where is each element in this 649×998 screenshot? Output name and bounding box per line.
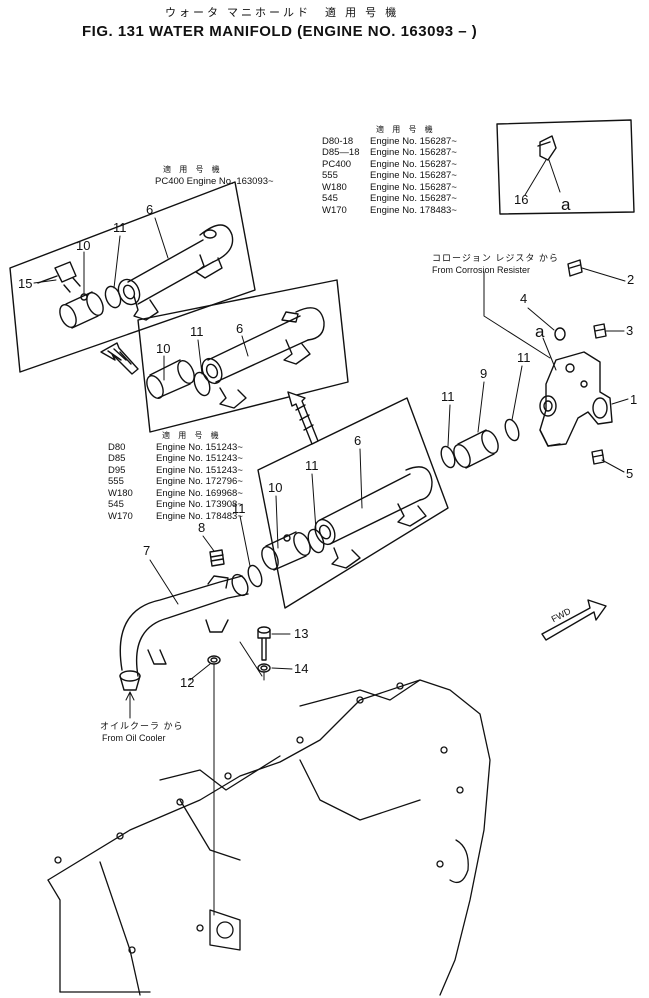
table-header: 適 用 号 機 (376, 125, 436, 134)
water-manifold (539, 351, 613, 447)
group-box-middle (137, 279, 349, 433)
callout-13: 13 (294, 626, 309, 641)
ring-upper-a (104, 285, 122, 309)
callout-10-lower: 10 (268, 480, 283, 495)
gasket-12 (207, 655, 221, 665)
ring-elbow (247, 564, 263, 588)
cock-15 (37, 261, 81, 293)
title-japanese: ウォータ マニホールド 適 用 号 機 (165, 7, 400, 19)
elbow-pipe-7 (119, 573, 249, 691)
inset-box (496, 119, 635, 215)
hatched-arrow-upper (100, 342, 139, 375)
reference-mark-a-manifold: a (535, 322, 545, 341)
callout-2: 2 (627, 272, 635, 287)
ring-middle (193, 371, 211, 397)
connector-upper (59, 291, 104, 329)
washer-14 (257, 663, 271, 673)
callout-11-middle: 11 (190, 324, 204, 339)
fwd-arrow (541, 599, 607, 641)
water-pipe-upper (117, 224, 234, 321)
elbow-16 (537, 135, 557, 161)
connector-lower (261, 531, 311, 571)
callout-11-elbow: 11 (232, 501, 246, 516)
pipe-9 (453, 429, 499, 469)
callout-6-upper: 6 (146, 202, 154, 217)
callout-7: 7 (143, 543, 151, 558)
plug-5 (591, 449, 605, 465)
group-box-lower (257, 397, 449, 609)
table-header: 適 用 号 機 (163, 165, 223, 174)
oil-cooler-note-jp: オイルクーラ から (100, 721, 184, 731)
table-row: PC400 Engine No. 163093~ (155, 175, 274, 187)
plug-8 (209, 549, 225, 567)
reference-mark-a-inset: a (561, 195, 571, 214)
spacer-middle (146, 359, 195, 399)
callout-3: 3 (626, 323, 634, 338)
group-box-upper (9, 181, 256, 373)
plug-3 (593, 323, 607, 339)
table-header: 適 用 号 機 (162, 431, 222, 440)
hatched-arrow-middle (287, 391, 319, 445)
figure-title: FIG. 131 WATER MANIFOLD (ENGINE NO. 1630… (82, 23, 478, 40)
applicability-table-left-top: 適 用 号 機 PC400 Engine No. 163093~ (155, 164, 274, 187)
oil-cooler-note: From Oil Cooler (102, 733, 166, 743)
callout-6-middle: 6 (236, 321, 244, 336)
bolt-13 (257, 626, 271, 661)
callout-9: 9 (480, 366, 488, 381)
callout-6-lower: 6 (354, 433, 362, 448)
callout-5: 5 (626, 466, 634, 481)
callout-14: 14 (294, 661, 309, 676)
corrosion-note-jp: コロージョン レジスタ から (432, 253, 559, 263)
water-pipe-lower (314, 466, 433, 569)
callout-8: 8 (198, 520, 206, 535)
callout-11-pipe: 11 (441, 389, 455, 404)
callout-1: 1 (630, 392, 638, 407)
water-pipe-middle (201, 307, 325, 409)
callout-16: 16 (514, 192, 529, 207)
ring-pipe-right (504, 418, 520, 442)
corrosion-note: From Corrosion Resister (432, 265, 531, 275)
plug-2 (567, 259, 583, 277)
leader-lines (33, 159, 629, 916)
washer-4 (554, 327, 566, 341)
engine-block (47, 679, 491, 996)
callout-10-middle: 10 (156, 341, 171, 356)
callout-15: 15 (18, 276, 33, 291)
callout-4: 4 (520, 291, 528, 306)
callout-10-upper: 10 (76, 238, 91, 253)
callout-11-manifold: 11 (517, 350, 531, 365)
callout-11-lower: 11 (305, 458, 319, 473)
